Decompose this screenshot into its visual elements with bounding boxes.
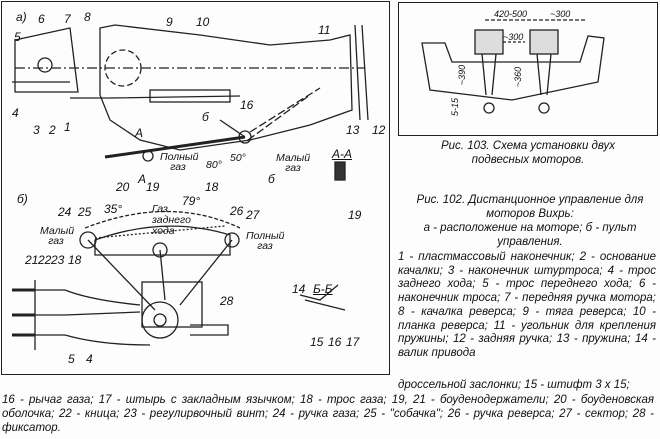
panel-label-b: б)	[17, 192, 28, 206]
dimension-label: ~300	[550, 9, 571, 19]
part-label: 14	[292, 282, 306, 296]
figure-102-legend: 1 - пластмассовый наконечник; 2 - основа…	[398, 251, 656, 359]
part-label: 10	[196, 15, 210, 29]
figure-102-legend-continued: дроссельной заслонки; 15 - штифт 3 х 15;	[398, 379, 630, 391]
part-label: 3	[33, 123, 40, 137]
dimension-label: ~300	[503, 32, 524, 42]
figure-103-frame	[398, 2, 658, 136]
figure-102-frame	[1, 1, 390, 375]
part-label: 23	[51, 253, 65, 267]
part-label: 24	[58, 205, 72, 219]
section-title: Б-Б	[313, 282, 333, 296]
part-label: 21	[25, 253, 39, 267]
part-label: 12	[372, 123, 386, 137]
angle-label: 80°	[206, 159, 222, 171]
part-label: 5	[14, 30, 21, 44]
part-label: 13	[346, 123, 360, 137]
figure-102-caption-sub: а - расположение на моторе; б - пульт уп…	[423, 222, 637, 248]
part-label: 6	[38, 12, 45, 26]
idle-label: Малый газ	[40, 225, 75, 247]
part-label: 2	[49, 123, 56, 137]
dimension-label: ~360	[513, 66, 524, 88]
figure-103-caption: Рис. 103. Схема установки двух подвесных…	[440, 140, 616, 166]
part-label: 16	[328, 335, 342, 349]
figure-102-legend-bottom: 16 - рычаг газа; 17 - штырь с закладным …	[2, 394, 654, 434]
part-label: 20	[116, 180, 130, 194]
dimension-label: ~390	[457, 64, 468, 86]
section-mark: б	[202, 110, 209, 124]
section-mark: А	[135, 126, 144, 140]
reverse-throttle-label: Газ заднего хода	[152, 203, 191, 237]
part-label: 4	[12, 106, 19, 120]
part-label: 28	[220, 294, 234, 308]
section-title: А-А	[332, 147, 353, 161]
part-label: 16	[240, 98, 254, 112]
part-label: 7	[64, 12, 71, 26]
figure-102-caption-title: Рис. 102. Дистанционное управление для м…	[416, 194, 644, 220]
part-label: 26	[230, 204, 244, 218]
part-label: 19	[146, 180, 160, 194]
full-throttle-label: Полный газ	[160, 151, 199, 173]
section-mark: А	[138, 172, 147, 186]
idle-label: Малый газ	[276, 152, 311, 174]
part-label: 9	[166, 15, 173, 29]
part-label: 18	[205, 180, 219, 194]
dimension-label: 420-500	[494, 9, 528, 19]
part-label: 11	[318, 23, 331, 37]
part-label: 15	[310, 335, 324, 349]
section-mark: б	[268, 172, 275, 186]
part-label: 4	[86, 352, 93, 366]
full-throttle-label: Полный газ	[246, 230, 285, 252]
part-label: 22	[38, 253, 52, 267]
part-label: 8	[84, 10, 91, 24]
angle-label: 35°	[104, 202, 123, 216]
dimension-label: 5-15	[450, 97, 461, 117]
part-label: 19	[348, 208, 362, 222]
part-label: 27	[246, 208, 260, 222]
part-label: 5	[68, 352, 75, 366]
part-label: 18	[68, 253, 82, 267]
angle-label: 50°	[230, 152, 246, 164]
part-label: 17	[346, 335, 360, 349]
angle-label: 79°	[182, 194, 201, 208]
panel-label-a: а)	[16, 10, 27, 24]
part-label: 25	[78, 205, 92, 219]
part-label: 1	[64, 120, 71, 134]
